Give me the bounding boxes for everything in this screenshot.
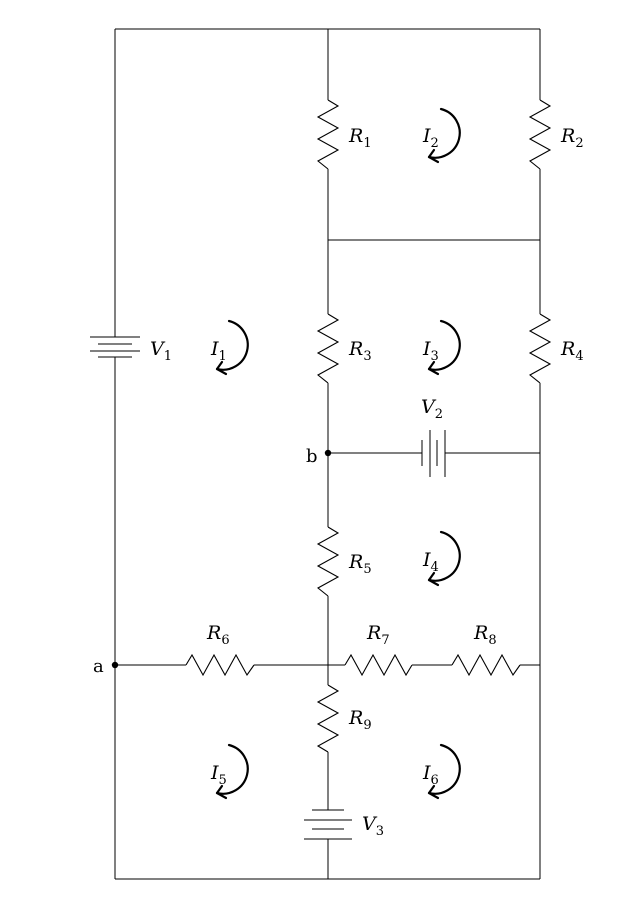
- loop-arrow-i2: [427, 107, 461, 164]
- label-r3: R3: [348, 338, 372, 364]
- label-r2: R2: [560, 125, 584, 151]
- label-i2: I2: [422, 125, 439, 151]
- resistor-r9: [316, 684, 340, 753]
- loop-arrow-i1: [215, 319, 249, 376]
- label-v2: V2: [421, 396, 443, 422]
- resistor-r7: [344, 653, 413, 677]
- label-r6: R6: [206, 622, 230, 648]
- resistor-labels: R1 R2 R3 R4 R5 R6 R7 R8 R9: [206, 125, 584, 733]
- label-i1: I1: [210, 338, 227, 364]
- label-r7: R7: [366, 622, 390, 648]
- resistors: [185, 99, 552, 753]
- current-labels: I1 I2 I3 I4 I5 I6: [210, 125, 439, 788]
- resistor-r5: [316, 526, 340, 597]
- label-i3: I3: [422, 338, 439, 364]
- resistor-r1: [316, 99, 340, 170]
- resistor-r4: [528, 313, 552, 384]
- label-r4: R4: [560, 338, 584, 364]
- loop-arrow-i6: [427, 743, 461, 800]
- label-v3: V3: [362, 813, 384, 839]
- loop-arrow-i3: [427, 319, 461, 376]
- source-labels: V1 V2 V3: [150, 338, 443, 839]
- resistor-r6: [185, 653, 255, 677]
- label-r1: R1: [348, 125, 372, 151]
- loop-arrow-i4: [427, 530, 461, 587]
- resistor-r8: [451, 653, 521, 677]
- node-a-label: a: [93, 656, 104, 677]
- label-v1: V1: [150, 338, 172, 364]
- battery-v3: [304, 809, 352, 840]
- node-a-dot: [111, 661, 119, 669]
- label-i6: I6: [422, 762, 439, 788]
- label-r5: R5: [348, 551, 372, 577]
- wires: [114, 28, 541, 880]
- node-b-dot: [324, 449, 332, 457]
- battery-v1: [90, 336, 140, 358]
- node-b-label: b: [306, 446, 318, 467]
- resistor-r2: [528, 99, 552, 170]
- label-i5: I5: [210, 762, 227, 788]
- resistor-r3: [316, 313, 340, 384]
- label-r8: R8: [473, 622, 497, 648]
- loop-arrow-i5: [215, 743, 249, 800]
- label-i4: I4: [422, 549, 439, 575]
- label-r9: R9: [348, 707, 372, 733]
- battery-v2: [421, 430, 446, 477]
